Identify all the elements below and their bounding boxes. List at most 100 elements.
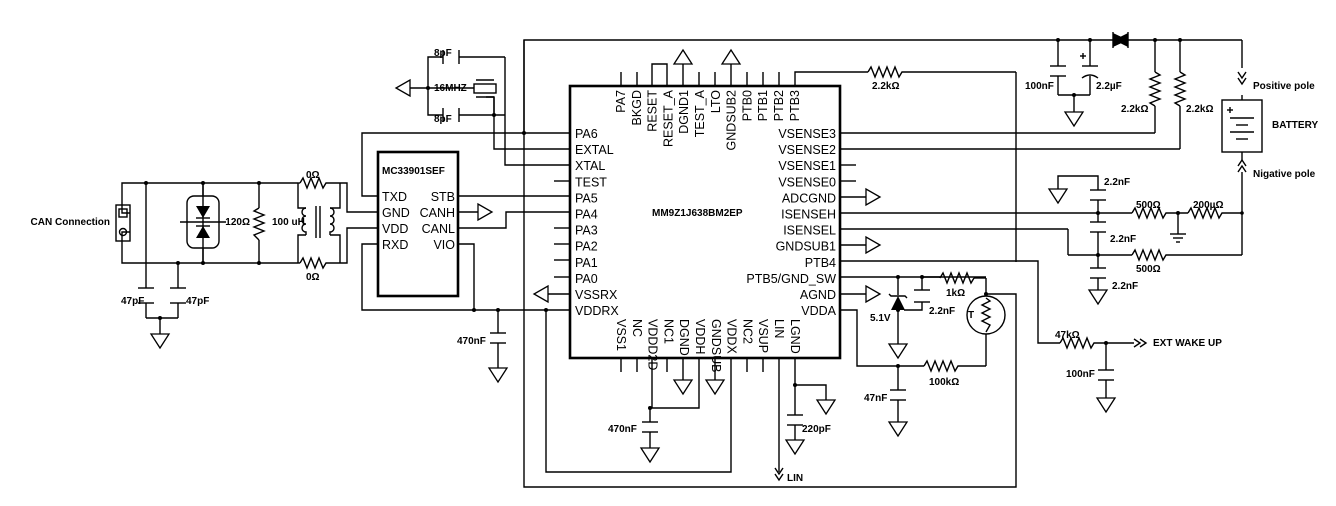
- ext-wake-label: EXT WAKE UP: [1153, 338, 1222, 349]
- c-vsup-label: 220pF: [802, 424, 831, 435]
- r-ptb3-label: 2.2kΩ: [872, 81, 899, 92]
- mcu-pin-label: VSENSE0: [778, 175, 836, 189]
- r1k-resistor: [939, 271, 975, 285]
- r-47k-label: 47kΩ: [1055, 330, 1080, 341]
- lin-arrow: [774, 467, 784, 482]
- c-is3-label: 2.2nF: [1112, 281, 1138, 292]
- ptb3-resistor: [867, 65, 904, 79]
- transceiver-pin-label: GND: [382, 206, 410, 220]
- r-is2-label: 500Ω: [1136, 264, 1161, 275]
- termination-resistor: [252, 207, 266, 241]
- transceiver-pin-label: VDD: [382, 222, 408, 236]
- mcu-pin-label: PA3: [575, 224, 598, 238]
- ground-symbol: [477, 203, 493, 221]
- ground-symbol: [865, 285, 881, 303]
- ground-symbol: [395, 79, 411, 97]
- mcu-pin-label: PTB3: [788, 90, 802, 121]
- c-100n-label: 100nF: [1025, 81, 1054, 92]
- mcu-pin-label: BKGD: [630, 90, 644, 125]
- transceiver-pin-label: STB: [431, 190, 455, 204]
- ground-symbol: [705, 379, 725, 395]
- mcu-pin-label: ISENSEH: [781, 208, 836, 222]
- can-connection-label: CAN Connection: [31, 217, 110, 228]
- c-vddrx-label: 470nF: [457, 336, 486, 347]
- c-can2-label: 47pF: [186, 296, 209, 307]
- mcu-pin-label: NC: [630, 319, 644, 337]
- mcu-pin-label: PTB0: [740, 90, 754, 121]
- positive-pole-label: Positive pole: [1253, 81, 1315, 92]
- mcu-pin-label: DGND1: [677, 90, 691, 134]
- c-is1-label: 2.2nF: [1104, 177, 1130, 188]
- zener-label: 5.1V: [870, 313, 891, 324]
- mcu-pin-label: VDDX: [725, 319, 739, 354]
- ground-symbol: [785, 439, 805, 455]
- mcu-pin-label: PA4: [575, 208, 598, 222]
- mcu-pin-label: PA0: [575, 272, 598, 286]
- ground-symbol: [1096, 397, 1116, 413]
- can-capacitors: [138, 287, 186, 304]
- vsup-capacitor: [787, 414, 803, 426]
- positive-arrow: [1237, 71, 1247, 86]
- crystal-label: 16MHZ: [434, 83, 467, 94]
- ground-symbol: [721, 49, 741, 65]
- mcu-pin-label: NC2: [740, 319, 754, 344]
- mcu-pin-label: VSUP: [756, 319, 770, 353]
- transceiver-pin-label: TXD: [382, 190, 407, 204]
- mcu-pin-label: VDDD2D: [646, 319, 660, 370]
- shunt-resistor: [1187, 206, 1224, 220]
- mcu-pin-label: TEST: [575, 175, 607, 189]
- negative-arrow: [1237, 158, 1247, 173]
- c47n-capacitor: [890, 389, 906, 401]
- wake-arrow: [1133, 338, 1148, 348]
- c2u2-capacitor: [1080, 53, 1099, 79]
- common-mode-choke: [301, 206, 335, 238]
- c-47n-label: 47nF: [864, 393, 887, 404]
- battery-label: BATTERY: [1272, 120, 1318, 131]
- mcu-pin-label: GNDSUB: [709, 319, 723, 372]
- r-1k-label: 1kΩ: [946, 288, 965, 299]
- c-wake-capacitor: [1098, 369, 1114, 381]
- ground-symbol: [888, 421, 908, 437]
- zero-ohm-resistor-top: [299, 176, 328, 190]
- battery: [1221, 99, 1263, 153]
- ground-symbol: [640, 447, 660, 463]
- isense-capacitors: [1090, 189, 1106, 279]
- mcu-pin-label: PA6: [575, 127, 598, 141]
- mcu-pin-label: VDDRX: [575, 304, 619, 318]
- component-labels: CAN Connection 120Ω 0Ω 0Ω 100 uH 47pF 47…: [31, 48, 1319, 484]
- mcu-pin-label: PTB5/GND_SW: [746, 272, 836, 286]
- zener-capacitor: [914, 289, 930, 303]
- mcu-pin-label: GNDSUB2: [725, 90, 739, 150]
- vsense2-resistor: [1173, 71, 1187, 107]
- c-2u2-label: 2.2µF: [1096, 81, 1122, 92]
- vdd-capacitor: [642, 421, 658, 433]
- c-x2-label: 8pF: [434, 114, 452, 125]
- choke-label: 100 uH: [272, 217, 305, 228]
- crystal: [442, 50, 497, 122]
- mcu-pin-label: TEST_A: [693, 89, 707, 137]
- c-can1-label: 47pF: [121, 296, 144, 307]
- mcu-pin-label: PA7: [614, 90, 628, 113]
- ground-symbol: [865, 188, 881, 206]
- mcu-pin-label: XTAL: [575, 159, 605, 173]
- c100n-capacitor: [1050, 65, 1066, 77]
- c-vdd-label: 470nF: [608, 424, 637, 435]
- mcu-pin-label: PA1: [575, 256, 598, 270]
- mcu-pin-label: PTB4: [805, 256, 836, 270]
- mcu-pin-label: VSSRX: [575, 288, 618, 302]
- mcu-pin-label: VSS1: [614, 319, 628, 351]
- ground-symbol: [1048, 188, 1068, 204]
- mcu-pin-label: PTB2: [772, 90, 786, 121]
- transceiver-pin-label: RXD: [382, 238, 408, 252]
- c-wake-label: 100nF: [1066, 369, 1095, 380]
- isense-resistor-2: [1131, 248, 1168, 262]
- tvs-diode: [180, 183, 226, 263]
- r100k-resistor: [923, 359, 960, 373]
- ground-symbol: [488, 367, 508, 383]
- mcu-pin-label: ADCGND: [782, 191, 836, 205]
- r-vs2-label: 2.2kΩ: [1186, 104, 1213, 115]
- mcu-pin-label: ISENSEL: [783, 224, 836, 238]
- ground-symbol: [816, 399, 836, 415]
- transceiver-pin-label: CANH: [420, 206, 455, 220]
